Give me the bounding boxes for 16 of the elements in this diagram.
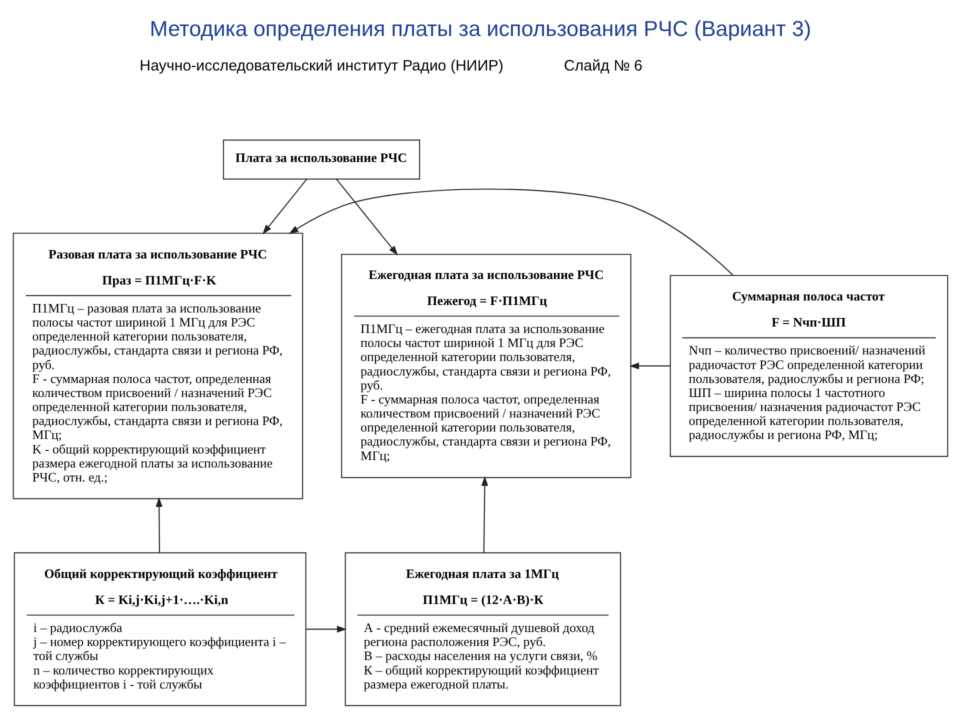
node-box: Разовая плата за использование РЧС Праз = П1МГц·F·K П1МГц – разовая плата за использование полосы частот шириной 1 МГц для РЭС определенной категории пользователя, радиослужбы, стандарта связи и региона РФ, руб. F - суммарная полоса частот, определенная количеством присвоений / назначений РЭС определенной категории пользователя, радиослужбы, стандарта связи и региона РФ, МГц; K - общий корректирующий коэффициент размера ежегодной платы за использование РЧС, отн. ед.;: [12, 232, 303, 500]
arrow: [306, 626, 346, 633]
label: Слайд № 6: [563, 57, 642, 74]
node-box: Суммарная полоса частот F = Nчп·ШП Nчп – количество присвоений/ назначений радиочастот РЭС определенной категории пользователя, радиослужбы и региона РФ; ШП – ширина полосы 1 частотного присвоения/ назначения радиочастот РЭС определенной категории пользователя, радиослужбы и региона РФ, МГц;: [669, 274, 948, 457]
arrow: [288, 188, 733, 276]
node-box: Ежегодная плата за использование РЧС Пежегод = F·П1МГц П1МГц – ежегодная плата за использование полосы частот шириной 1 МГц для РЭС определенной категории пользователя, радиослужбы, стандарта связи и региона РФ, руб. F - суммарная полоса частот, определенная количеством присвоений / назначений РЭС определенной категории пользователя, радиослужбы, стандарта связи и региона РФ, МГц;: [340, 254, 631, 478]
node-box: Ежегодная плата за 1МГц П1МГц = (12·А·В)·К А - средний ежемесячный душевой доход региона расположения РЭС, руб. В – расходы населения на услуги связи, % К – общий корректирующий коэффициент размера ежегодной платы.: [344, 552, 621, 706]
arrow: [155, 497, 162, 553]
arrow: [628, 362, 670, 370]
node-box: Общий корректирующий коэффициент К = Ki,j·Ki,j+1·….·Ki,n i – радиослужба j – номер корректирующего коэффициента i – той службы n – количество корректирующих коэффициентов i - той службы: [13, 552, 306, 706]
arrow: [262, 178, 307, 234]
arrow: [336, 178, 398, 256]
diagram-title: Методика определения платы за использования РЧС (Вариант 3): [149, 16, 811, 42]
node-box: Плата за использование РЧС: [222, 140, 420, 180]
arrow: [480, 476, 488, 553]
label: Научно-исследовательский институт Радио (НИИР): [139, 57, 503, 74]
